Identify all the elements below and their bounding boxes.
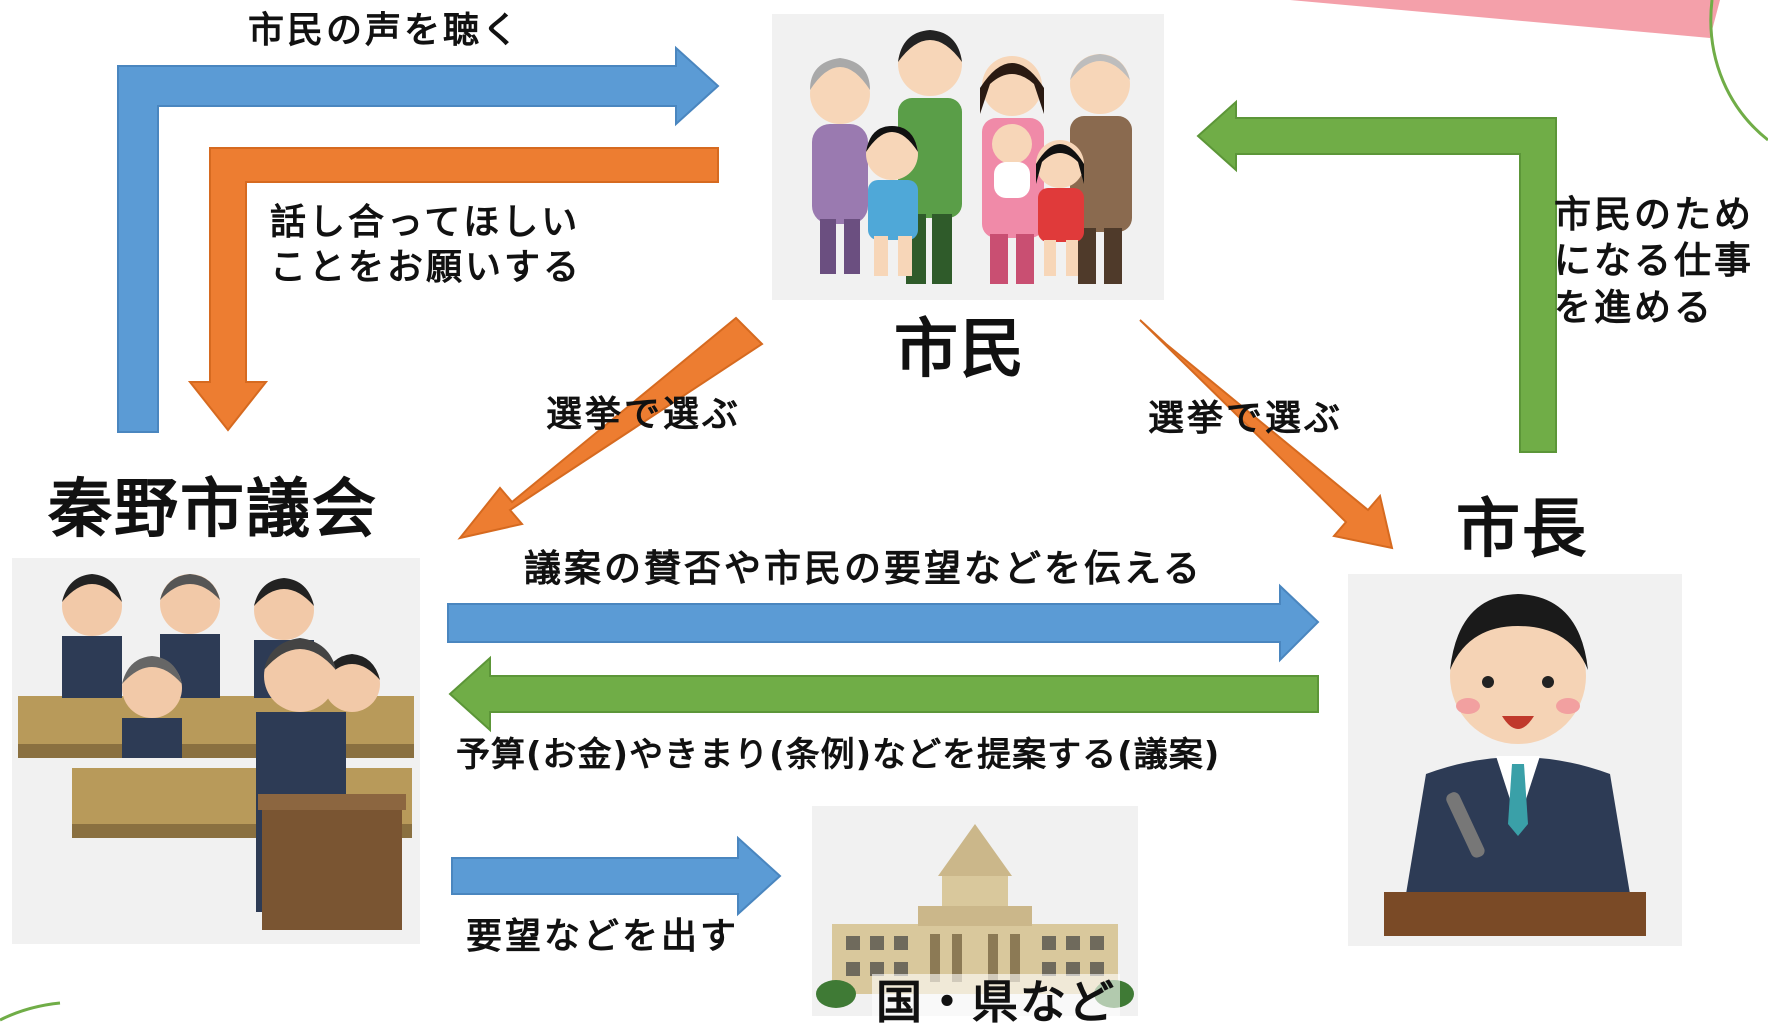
council-label: 秦野市議会 (48, 473, 378, 547)
elect-mayor-arrow (1139, 319, 1394, 550)
convey-opinions-arrow (447, 583, 1320, 663)
mayor-speaking-icon (1384, 594, 1646, 936)
listen-voices-label: 市民の声を聴く (248, 10, 522, 51)
elect-council-label: 選挙で選ぶ (546, 394, 742, 435)
request-discussion-label: 話し合ってほしい ことをお願いする (270, 202, 583, 288)
propose-bills-label: 予算(お金)やきまり(条例)などを提案する(議案) (456, 735, 1221, 775)
family-group-icon (810, 30, 1132, 284)
submit-requests-arrow (451, 835, 782, 917)
green-curve-decoration (1709, 0, 1768, 142)
convey-opinions-label: 議案の賛否や市民の要望などを伝える (524, 547, 1203, 590)
pink-decoration (1290, 0, 1720, 38)
council-members-icon (18, 574, 414, 930)
submit-requests-label: 要望などを出す (466, 916, 740, 957)
green-curve-decoration-bottom (0, 1001, 61, 1022)
mayor-illustration (1348, 574, 1682, 946)
listen-voices-arrow (117, 45, 720, 433)
council-illustration (12, 558, 420, 944)
elect-mayor-label: 選挙で選ぶ (1148, 398, 1344, 439)
work-for-citizens-arrow (1196, 99, 1557, 453)
citizens-illustration (772, 14, 1164, 300)
mayor-label: 市長 (1456, 493, 1588, 567)
request-discussion-arrow (187, 147, 719, 432)
elect-council-arrow (457, 316, 764, 540)
work-for-citizens-label: 市民のため になる仕事 を進める (1554, 193, 1754, 329)
national-label: 国・県など (872, 974, 1120, 1032)
citizens-label: 市民 (894, 313, 1026, 387)
propose-bills-arrow (448, 655, 1319, 733)
